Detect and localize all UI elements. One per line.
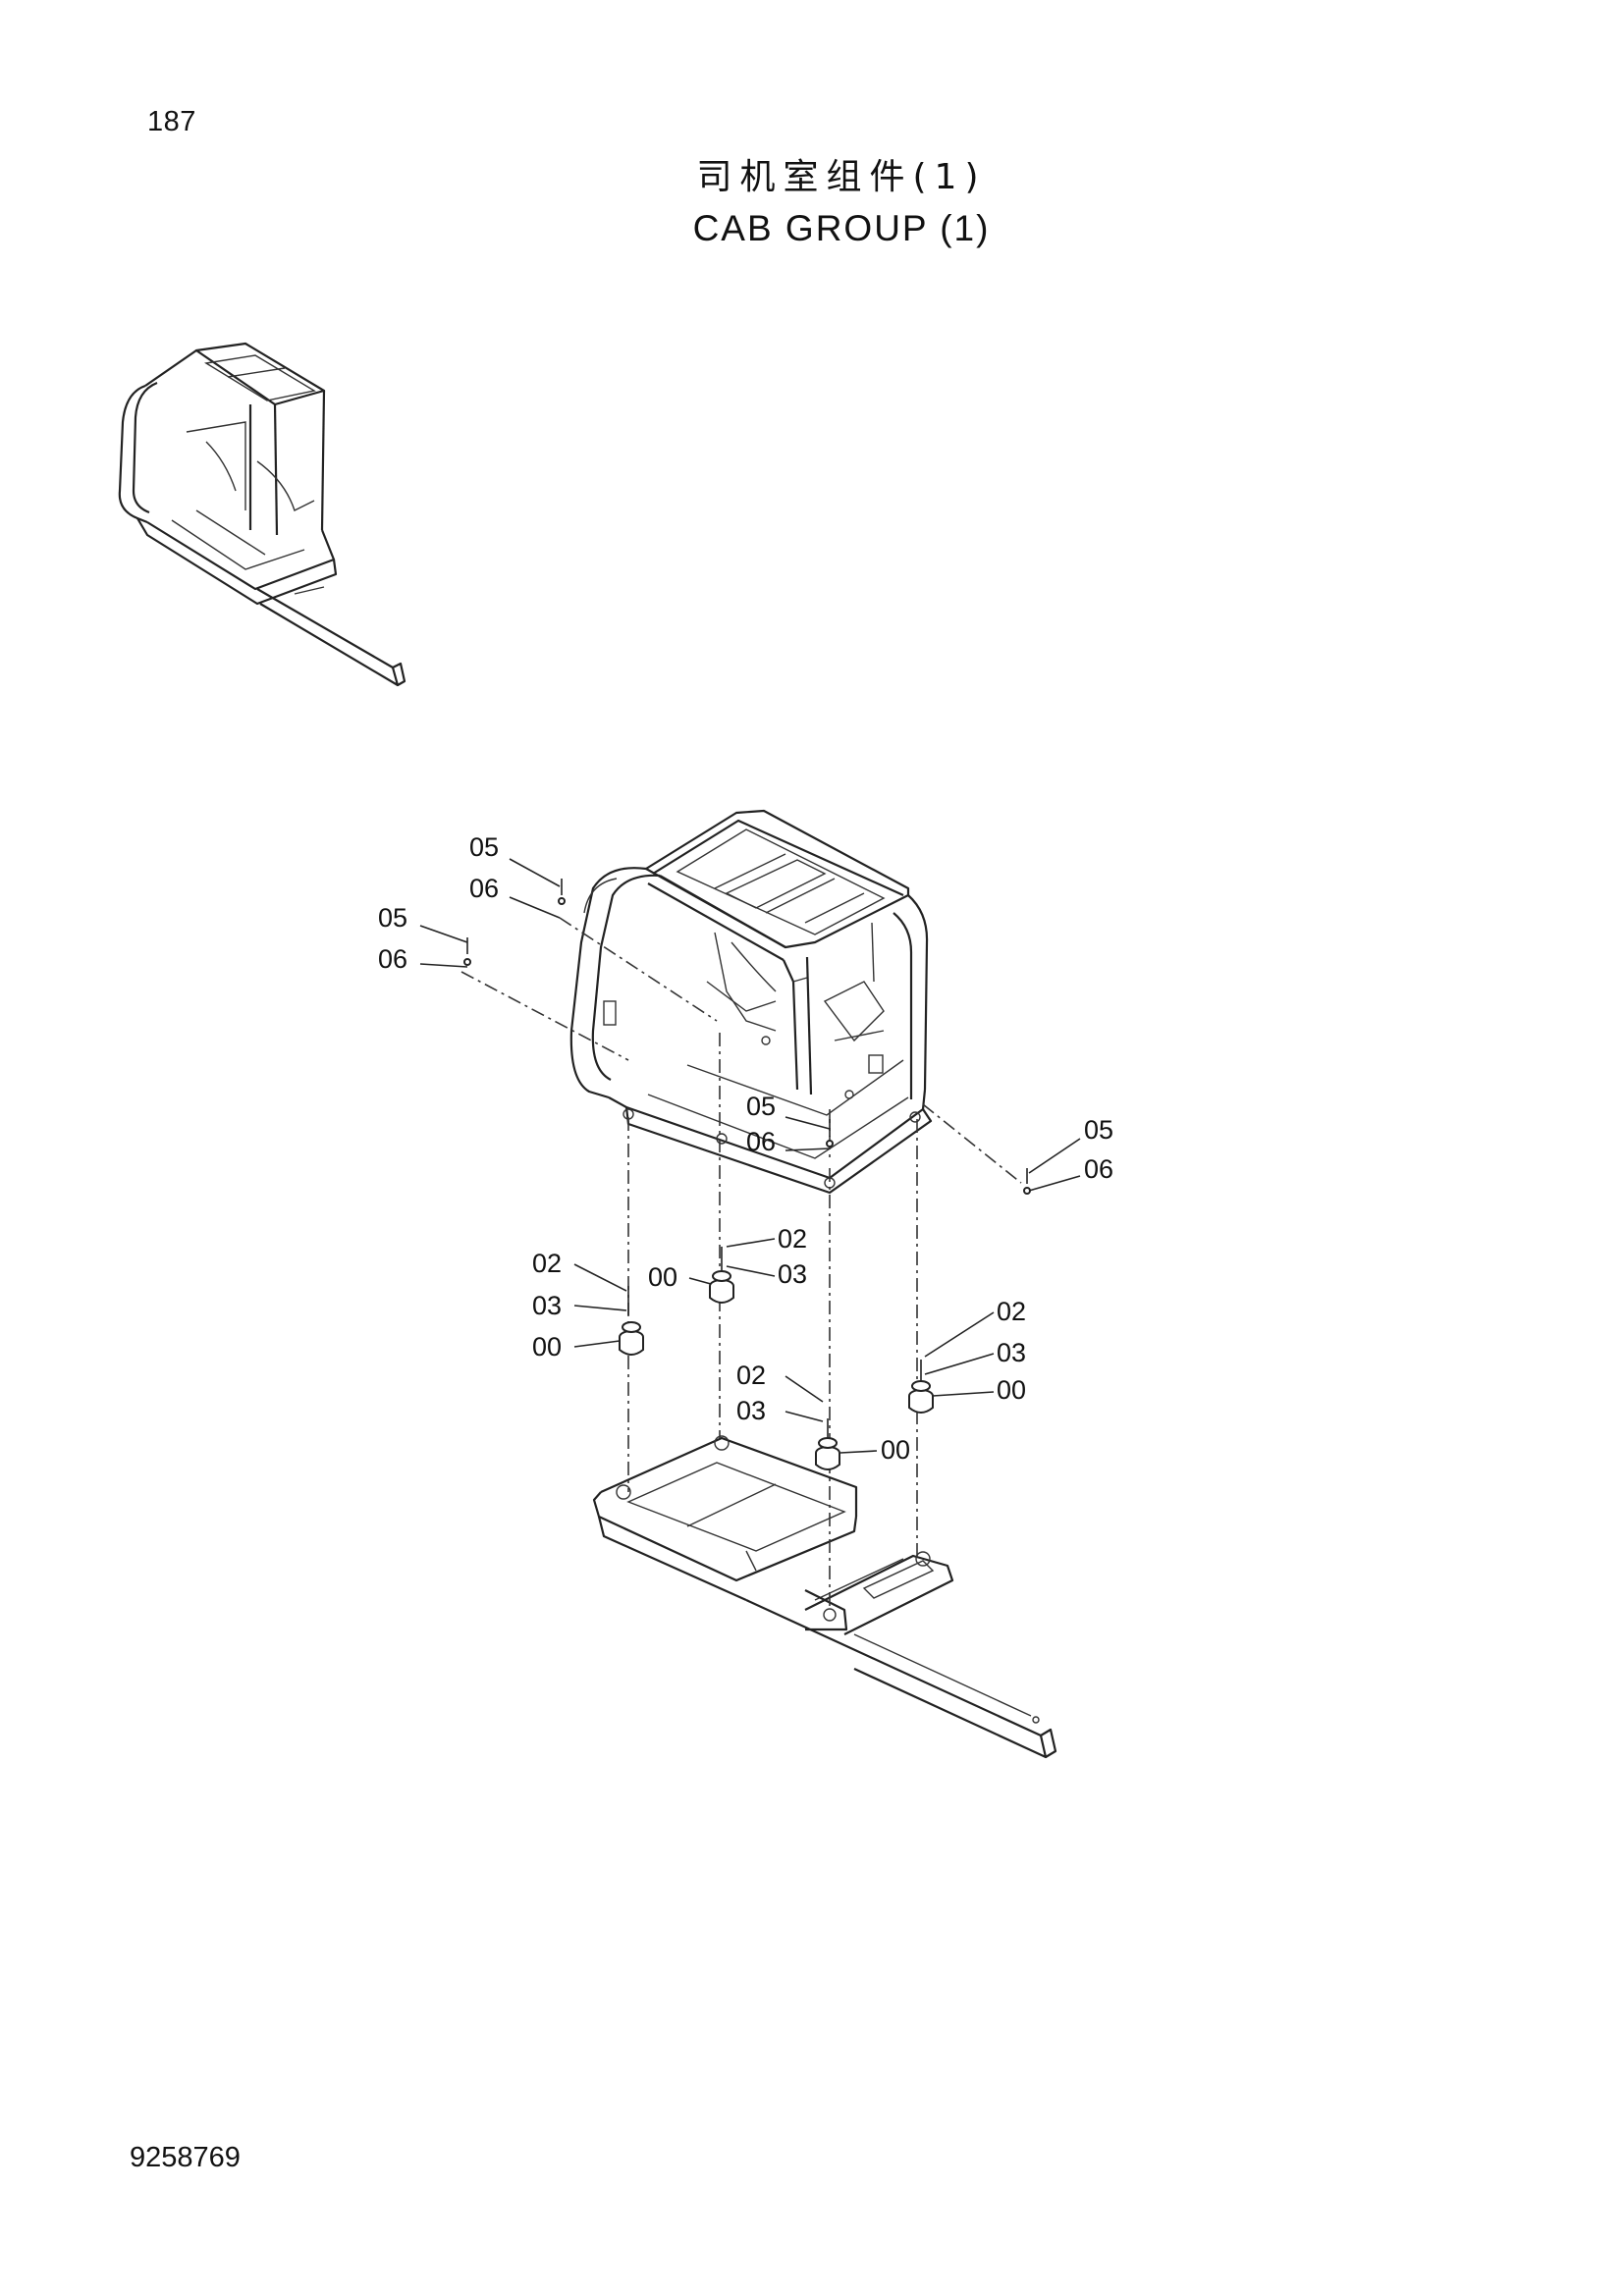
callout-mount-front-02: 02 bbox=[736, 1361, 766, 1390]
mount-mid bbox=[709, 1247, 734, 1304]
callout-mount-mid-02: 02 bbox=[778, 1224, 807, 1254]
callout-center-05: 05 bbox=[746, 1092, 776, 1121]
callout-leaders bbox=[419, 858, 1081, 1454]
callout-mount-front-00: 00 bbox=[881, 1435, 910, 1465]
callout-mount-right-03: 03 bbox=[997, 1338, 1026, 1367]
callout-labels: 05 06 05 06 05 06 05 06 02 03 00 02 03 0… bbox=[378, 832, 1113, 1465]
callout-mount-left-00: 00 bbox=[532, 1332, 562, 1362]
mount-left bbox=[619, 1286, 644, 1356]
callout-mount-left-02: 02 bbox=[532, 1249, 562, 1278]
callout-mount-front-03: 03 bbox=[736, 1396, 766, 1425]
callout-mount-mid-03: 03 bbox=[778, 1259, 807, 1289]
callout-mount-right-02: 02 bbox=[997, 1297, 1026, 1326]
callout-left-05: 05 bbox=[378, 903, 407, 933]
cab-frame bbox=[569, 809, 933, 1195]
cab-base bbox=[592, 1435, 1057, 1759]
title-block: 司机室组件(1) CAB GROUP (1) bbox=[0, 153, 1624, 253]
callout-right-05: 05 bbox=[1084, 1115, 1113, 1145]
title-english: CAB GROUP (1) bbox=[692, 208, 991, 248]
bolt-marks bbox=[463, 879, 1031, 1195]
callout-top-left-06: 06 bbox=[469, 874, 499, 903]
page-number: 187 bbox=[147, 106, 196, 137]
document-number: 9258769 bbox=[130, 2142, 241, 2173]
callout-mount-mid-00: 00 bbox=[648, 1262, 677, 1292]
callout-top-left-05: 05 bbox=[469, 832, 499, 862]
callout-right-06: 06 bbox=[1084, 1154, 1113, 1184]
mount-right bbox=[908, 1360, 934, 1414]
title-chinese: 司机室组件(1) bbox=[696, 157, 987, 197]
callout-mount-left-03: 03 bbox=[532, 1291, 562, 1320]
cab-thumbnail bbox=[118, 342, 406, 687]
callout-left-06: 06 bbox=[378, 944, 407, 974]
callout-mount-right-00: 00 bbox=[997, 1375, 1026, 1405]
callout-center-06: 06 bbox=[746, 1127, 776, 1156]
mount-front bbox=[815, 1418, 840, 1470]
